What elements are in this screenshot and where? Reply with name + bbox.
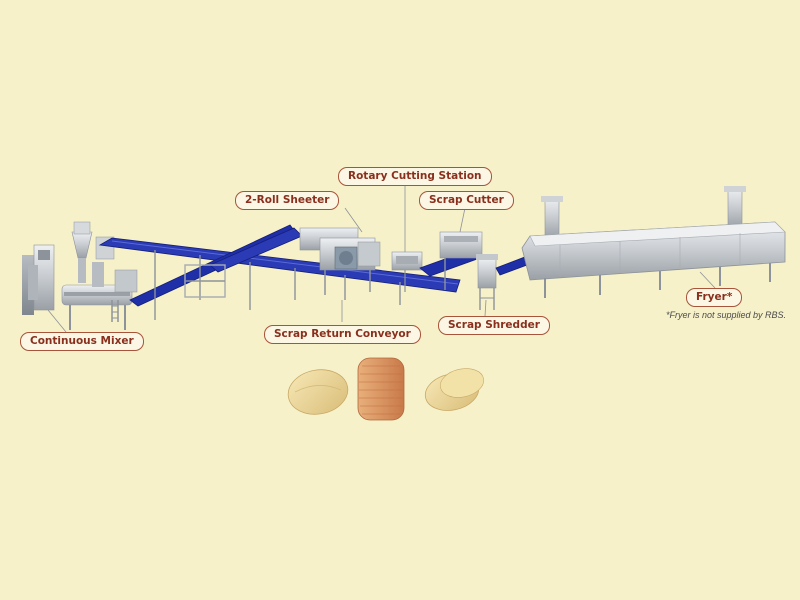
rotary-cutting-station-machine <box>391 251 423 292</box>
two-roll-sheeter-machine <box>299 227 381 295</box>
label-fryer: Fryer* <box>686 288 743 307</box>
scrap-cutter-machine <box>419 231 483 290</box>
label-leader-lines <box>47 185 716 333</box>
label-continuous-mixer: Continuous Mixer <box>20 332 144 351</box>
fryer-machine <box>521 186 786 298</box>
label-scrap-return-conveyor: Scrap Return Conveyor <box>264 325 421 344</box>
conveyor-supports <box>154 250 401 320</box>
label-scrap-shredder: Scrap Shredder <box>438 316 550 335</box>
label-rotary-cutting-station: Rotary Cutting Station <box>338 167 492 186</box>
continuous-mixer-machine <box>22 221 138 330</box>
chip-right-image <box>424 368 485 411</box>
scrap-shredder-machine <box>476 254 498 310</box>
fryer-footnote: *Fryer is not supplied by RBS. <box>666 310 787 320</box>
label-scrap-cutter: Scrap Cutter <box>419 191 514 210</box>
label-two-roll-sheeter: 2-Roll Sheeter <box>235 191 340 210</box>
chip-left-image <box>287 369 349 415</box>
chip-stack-image <box>357 357 405 421</box>
